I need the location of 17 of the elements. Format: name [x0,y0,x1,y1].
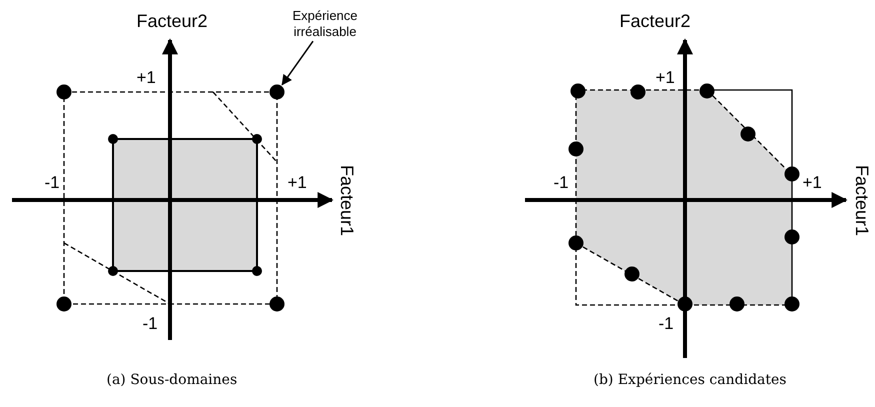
tick-label: -1 [142,314,158,334]
caption: (a) Sous-domaines [106,372,238,388]
annotation-text: Expérience irréalisable [277,8,373,40]
tick-label: -1 [44,174,60,192]
axis-label: Facteur1 [336,164,356,236]
tick-label: +1 [136,68,156,88]
tick-label: +1 [802,174,822,192]
tick-label: +1 [288,174,307,192]
tick-label: +1 [656,68,675,88]
axis-label: Facteur2 [136,12,208,32]
tick-label: -1 [658,314,674,334]
design-point [270,84,284,100]
leader-arrow [282,40,314,86]
tick-label: -1 [554,174,569,192]
axis-label: Facteur2 [620,12,691,32]
axis-label: Facteur1 [851,164,871,236]
caption: (b) Expériences candidates [594,372,786,388]
